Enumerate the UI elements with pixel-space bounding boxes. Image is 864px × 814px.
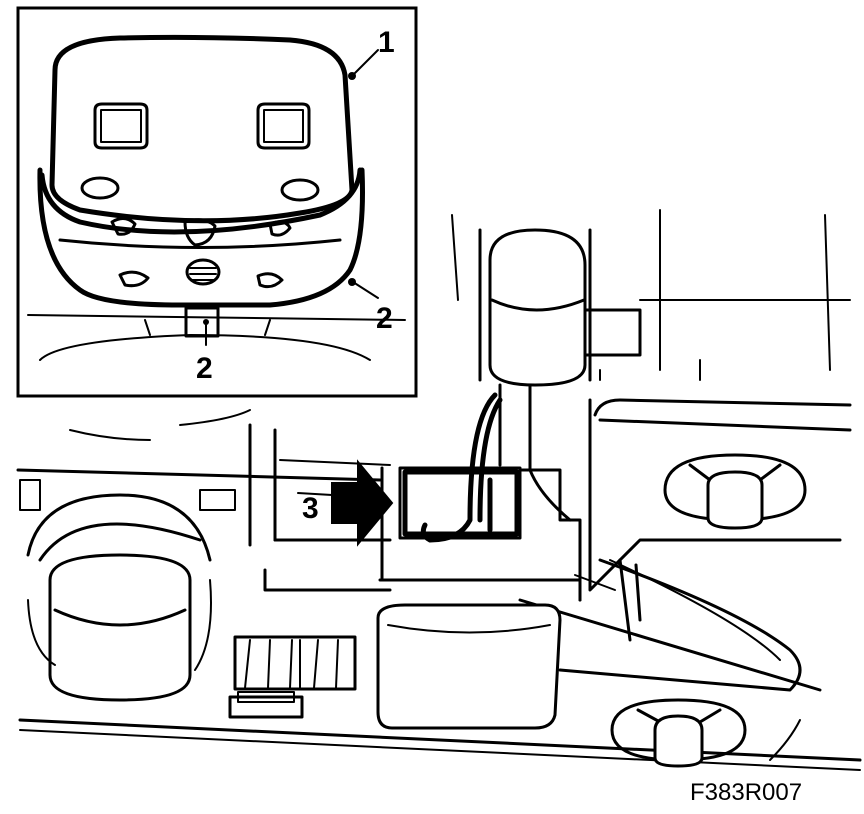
side-rod (574, 558, 642, 642)
callout-label-1: 1 (378, 26, 395, 59)
roof-panel-lines (16, 209, 862, 771)
figure-id: F383R007 (690, 779, 802, 806)
callout-label-3: 3 (302, 492, 319, 525)
callout-label-2-right: 2 (376, 302, 393, 335)
main-assembly-view (16, 209, 862, 771)
callout-label-2-bottom: 2 (196, 352, 213, 385)
leader-lines (348, 49, 379, 299)
leader-dot-2-right (348, 278, 356, 286)
light-housing-upper (478, 228, 642, 522)
leader-dot-1 (348, 72, 356, 80)
knob-right-upper (663, 453, 807, 530)
arrow-3 (297, 459, 394, 547)
lamp-left (19, 479, 212, 702)
console-frame (248, 398, 852, 692)
switch-slots (199, 489, 357, 719)
wiring-connector (380, 392, 522, 580)
lens-lower-center (376, 603, 562, 730)
inset-detail (16, 6, 418, 398)
knob-right-lower (610, 698, 747, 768)
